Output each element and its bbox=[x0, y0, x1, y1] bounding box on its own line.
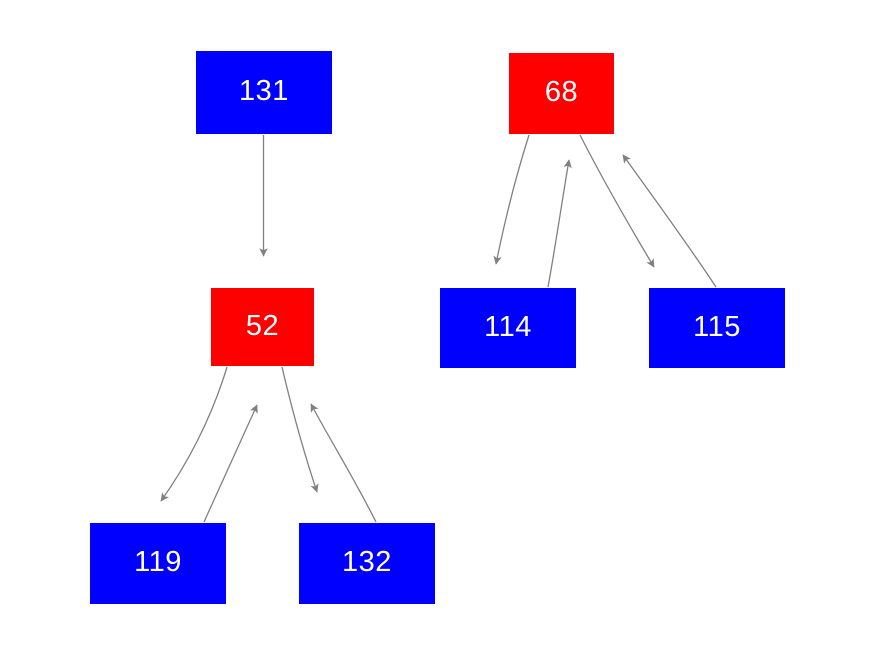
graph-node-label-119: 119 bbox=[134, 546, 182, 578]
edge-52-to-132 bbox=[281, 366, 319, 493]
graph-node-52[interactable]: 52 bbox=[211, 288, 314, 366]
graph-node-label-132: 132 bbox=[342, 546, 392, 578]
edge-114-to-68 bbox=[547, 159, 572, 288]
edge-68-to-114 bbox=[493, 134, 530, 265]
graph-node-68[interactable]: 68 bbox=[509, 53, 614, 134]
edge-52-to-119 bbox=[160, 366, 228, 502]
graph-node-label-115: 115 bbox=[693, 310, 741, 343]
graph-node-114[interactable]: 114 bbox=[440, 288, 576, 368]
graph-node-label-52: 52 bbox=[245, 309, 280, 342]
edge-115-to-68 bbox=[622, 154, 717, 288]
graph-node-132[interactable]: 132 bbox=[299, 523, 435, 604]
edge-132-to-52 bbox=[310, 403, 377, 523]
edge-119-to-52 bbox=[203, 404, 258, 523]
edge-68-to-115 bbox=[579, 134, 655, 268]
graph-node-label-131: 131 bbox=[239, 75, 289, 107]
graph-node-label-68: 68 bbox=[544, 76, 579, 108]
graph-node-119[interactable]: 119 bbox=[90, 523, 226, 604]
graph-node-131[interactable]: 131 bbox=[196, 51, 332, 134]
graph-node-label-114: 114 bbox=[484, 310, 532, 343]
graph-node-115[interactable]: 115 bbox=[649, 288, 785, 368]
